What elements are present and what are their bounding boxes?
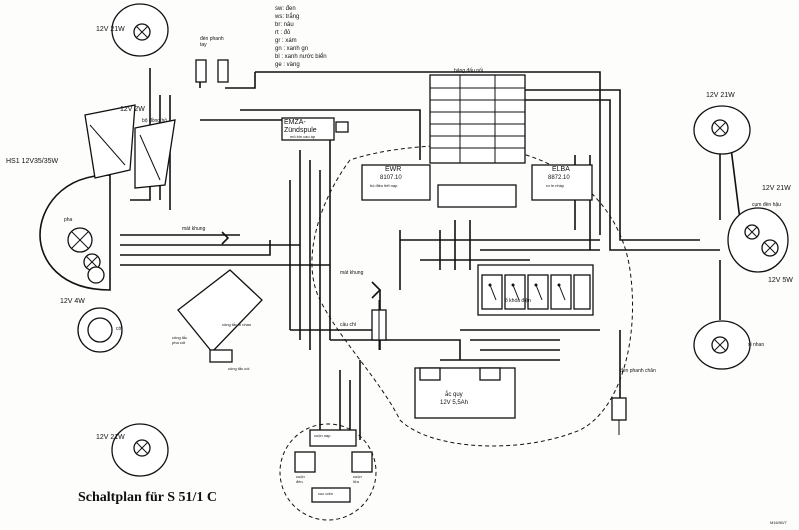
legend-item: br: nâu xyxy=(275,22,294,28)
ground-symbol-1 xyxy=(221,231,230,245)
legend-item: bl : xanh nước biển xyxy=(275,54,327,60)
gen-cdi-label: cuc cốm xyxy=(318,491,333,496)
instrument-cluster xyxy=(84,104,176,189)
brake-hand-label: đèn phanh tay xyxy=(200,36,224,48)
lamp-label: 12V 21W xyxy=(96,26,125,33)
color-legend: sw: đen ws: trắng br: nâu rt : đỏ gr : x… xyxy=(275,5,327,69)
legend-item: gr : xám xyxy=(275,38,297,44)
ground-label: mát khung xyxy=(340,270,364,276)
lamp-label: 12V 21W xyxy=(762,185,791,192)
elba-label: ELBA xyxy=(552,166,570,173)
ignition-label: ổ khóa điện xyxy=(505,298,531,304)
gen-coil-label: cuộn nạp xyxy=(314,433,331,438)
brake-switch-foot xyxy=(611,397,627,435)
fuse-label: cầu chì xyxy=(340,322,357,328)
battery xyxy=(414,367,516,419)
lamp-label: 12V 21W xyxy=(96,434,125,441)
switch-turn-label: công tắc xi nhan xyxy=(222,322,252,327)
lamp-front-left-top xyxy=(111,3,169,57)
lamp-label: HS1 12V35/35W xyxy=(6,158,59,165)
legend-item: sw: đen xyxy=(275,6,296,12)
headlight-pha-label: pha xyxy=(64,217,73,223)
gen-fire-label: cuộn lửa xyxy=(353,474,362,484)
lamp-front-left-bottom xyxy=(111,423,169,477)
elba-sub-label: rơ le nháy xyxy=(546,183,564,188)
ground-label: mát khung xyxy=(182,226,206,232)
lamp-label: 12V 2W xyxy=(120,106,145,113)
turn-label: xi nhan xyxy=(748,342,765,348)
handlebar-switch xyxy=(177,269,263,363)
generator xyxy=(279,423,377,521)
lamp-label: 12V 4W xyxy=(60,298,85,305)
ewr-number: 8107.10 xyxy=(380,175,402,181)
terminal-strip xyxy=(437,184,517,208)
horn xyxy=(77,307,123,353)
emza-sub-label: mô bin cao áp xyxy=(290,134,316,139)
horn-label: còi xyxy=(116,326,123,332)
tail-label: cụm đèn hậu xyxy=(752,202,781,208)
lamp-label: 12V 5W xyxy=(768,277,793,284)
battery-spec: 12V 5,5Ah xyxy=(440,400,469,406)
ewr-sub-label: bộ điều tiết nạp xyxy=(370,183,398,188)
legend-item: ge : vàng xyxy=(275,62,300,68)
elba-number: 8872.10 xyxy=(548,175,570,181)
ignition-switch xyxy=(477,264,594,316)
lamp-right-top xyxy=(693,105,751,155)
instrument-label: bộ đồng hồ xyxy=(142,118,168,124)
ground-symbol-2 xyxy=(371,281,382,299)
ewr-label: EWR xyxy=(385,166,402,173)
connector-label: bảng đấu nối xyxy=(454,68,483,74)
emza-label: EMZA- Zündspule xyxy=(284,119,317,134)
emza-box xyxy=(281,117,349,141)
gen-light-label: cuộn đèn xyxy=(296,474,305,484)
fuse xyxy=(371,300,387,350)
tail-lamp-cluster xyxy=(727,207,789,273)
lamp-right-bottom xyxy=(693,320,751,370)
brake-foot-label: đèn phanh chân xyxy=(620,368,656,374)
switch-pass-label: công tắc pha cốt xyxy=(172,335,188,345)
legend-item: rt : đỏ xyxy=(275,30,291,36)
diagram-title: Schaltplan für S 51/1 C xyxy=(78,490,217,505)
elba-box xyxy=(531,164,593,201)
parking-lamp xyxy=(87,266,105,284)
legend-item: ws: trắng xyxy=(275,14,300,20)
lamp-label: 12V 21W xyxy=(706,92,735,99)
ewr-box xyxy=(361,164,431,201)
headlight xyxy=(39,174,111,291)
dashed-zone xyxy=(311,144,633,447)
drawing-id: M16/90/7 xyxy=(770,520,787,525)
connector-block xyxy=(429,74,526,164)
battery-label: ắc quy xyxy=(445,392,463,398)
switch-horn-label: công tắc còi xyxy=(228,366,250,371)
legend-item: gn : xanh gn xyxy=(275,46,309,52)
brake-switch-hand xyxy=(195,59,229,83)
